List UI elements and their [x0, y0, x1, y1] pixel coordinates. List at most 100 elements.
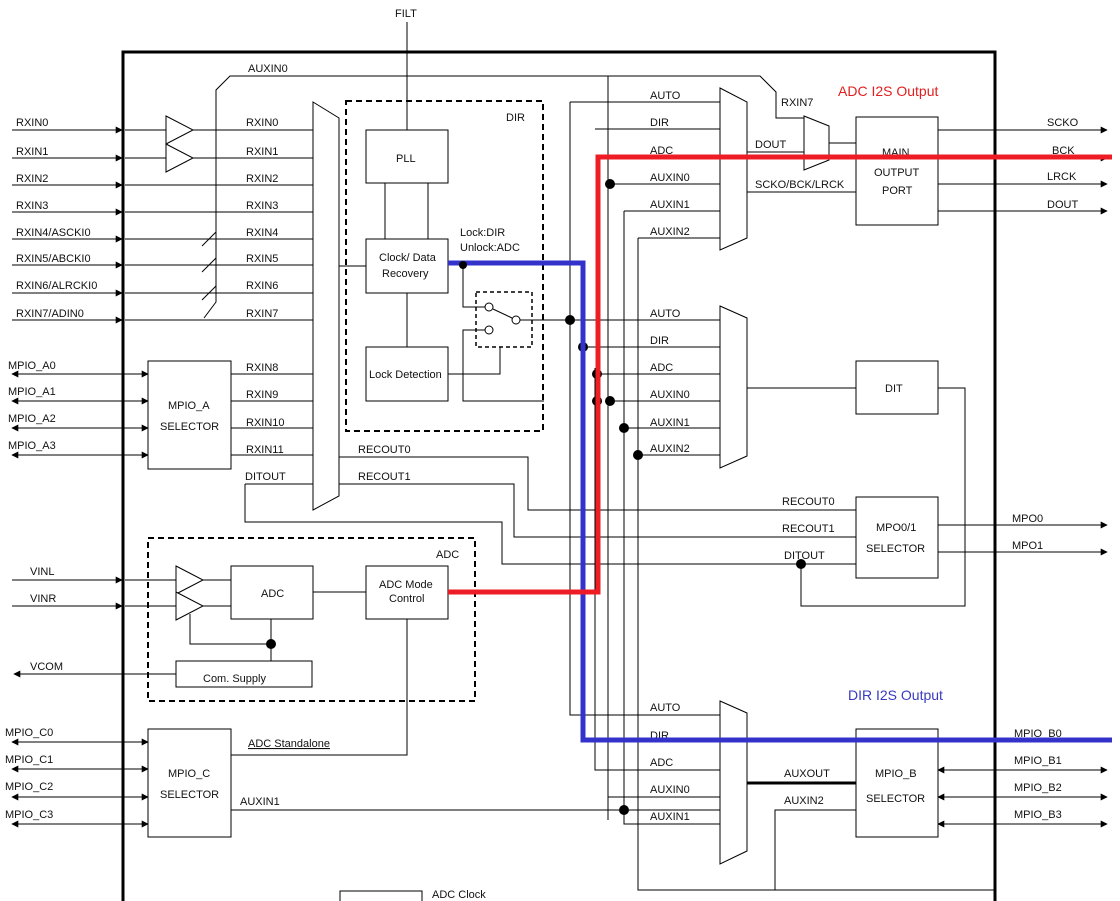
svg-text:ADC: ADC: [261, 588, 284, 600]
pll-block: [365, 129, 449, 184]
svg-text:MPIO_B1: MPIO_B1: [1014, 755, 1062, 767]
svg-text:AUXIN1: AUXIN1: [650, 199, 690, 211]
rxin7-label: RXIN7: [781, 97, 813, 109]
svg-text:RXIN1: RXIN1: [246, 146, 278, 158]
recout1-mid-label: RECOUT1: [358, 471, 411, 483]
svg-text:MPIO_C2: MPIO_C2: [5, 781, 53, 793]
svg-text:ADC: ADC: [650, 145, 673, 157]
svg-text:AUXIN0: AUXIN0: [650, 389, 690, 401]
auxin2-right-label: AUXIN2: [784, 795, 824, 807]
lock-detection-block: [365, 346, 449, 402]
svg-text:RXIN6: RXIN6: [246, 280, 278, 292]
svg-text:SELECTOR: SELECTOR: [160, 421, 219, 433]
svg-text:DIR: DIR: [650, 335, 669, 347]
dout-select-mux: [803, 115, 830, 171]
mpo-output-pins: MPO0 MPO1: [938, 513, 1108, 556]
ditout-left-label: DITOUT: [245, 471, 286, 483]
dir-i2s-output-title: DIR I2S Output: [848, 687, 943, 703]
adc-i2s-output-title: ADC I2S Output: [838, 83, 938, 99]
vinr-label: VINR: [30, 593, 56, 605]
mpio-b-mux: [719, 700, 748, 865]
svg-text:RXIN1: RXIN1: [16, 146, 48, 158]
svg-text:AUXIN1: AUXIN1: [650, 811, 690, 823]
recout0-mid-label: RECOUT0: [358, 444, 411, 456]
svg-text:Unlock:ADC: Unlock:ADC: [460, 242, 520, 254]
svg-text:DITOUT: DITOUT: [784, 550, 825, 562]
dit-block: [855, 360, 939, 415]
scko-bck-lrck-label: SCKO/BCK/LRCK: [755, 179, 845, 191]
rxin-inputs: RXIN0 RXIN1 RXIN2 RXIN3 RXIN4/ASCKI0 RXI…: [12, 117, 123, 324]
svg-text:ADC: ADC: [650, 362, 673, 374]
main-output-mux: [719, 87, 748, 251]
svg-text:RXIN7/ADIN0: RXIN7/ADIN0: [16, 308, 84, 320]
svg-text:MPIO_C1: MPIO_C1: [5, 754, 53, 766]
svg-text:RXIN4/ASCKI0: RXIN4/ASCKI0: [16, 227, 91, 239]
svg-text:SELECTOR: SELECTOR: [866, 793, 925, 805]
mpio-c-ports: MPIO_C0 MPIO_C1 MPIO_C2 MPIO_C3: [5, 727, 149, 828]
svg-text:MPIO_B3: MPIO_B3: [1014, 809, 1062, 821]
svg-text:MPIO_B0: MPIO_B0: [1014, 728, 1062, 740]
svg-text:ADC: ADC: [650, 757, 673, 769]
adc-group: [147, 537, 476, 702]
svg-text:Recovery: Recovery: [382, 268, 429, 280]
svg-text:Lock Detection: Lock Detection: [369, 369, 442, 381]
svg-text:MPIO_A: MPIO_A: [168, 400, 210, 412]
dir-group: [345, 100, 544, 432]
adc-clock-label: ADC Clock: [432, 889, 486, 901]
main-output-pins: SCKO BCK LRCK DOUT: [938, 117, 1108, 215]
vcom-label: VCOM: [30, 661, 63, 673]
svg-text:RXIN2: RXIN2: [16, 173, 48, 185]
vinl-label: VINL: [30, 566, 54, 578]
svg-text:DIR: DIR: [506, 112, 525, 124]
mpo-input-labels: RECOUT0 RECOUT1 DITOUT: [782, 496, 835, 562]
main-output-port-block: [855, 116, 939, 226]
svg-text:RXIN8: RXIN8: [246, 362, 278, 374]
svg-text:AUXIN0: AUXIN0: [650, 784, 690, 796]
svg-text:AUXIN2: AUXIN2: [650, 226, 690, 238]
svg-text:RXIN0: RXIN0: [246, 117, 278, 129]
dout-mid-label: DOUT: [755, 139, 786, 151]
svg-text:PORT: PORT: [882, 185, 913, 197]
svg-text:MPIO_A1: MPIO_A1: [8, 386, 56, 398]
svg-text:Control: Control: [389, 593, 424, 605]
svg-text:RXIN0: RXIN0: [16, 117, 48, 129]
svg-text:BCK: BCK: [1052, 145, 1075, 157]
svg-text:MPIO_C: MPIO_C: [168, 768, 210, 780]
mpo-selector-block: [855, 496, 939, 579]
svg-text:RXIN9: RXIN9: [246, 389, 278, 401]
auxout-label: AUXOUT: [784, 768, 830, 780]
svg-text:LRCK: LRCK: [1047, 171, 1077, 183]
adc-standalone-label: ADC Standalone: [248, 738, 330, 750]
auxin0-top-label: AUXIN0: [248, 63, 288, 75]
inner-rx-labels: RXIN0 RXIN1 RXIN2 RXIN3 RXIN4 RXIN5 RXIN…: [246, 117, 285, 456]
svg-text:MPO1: MPO1: [1012, 540, 1043, 552]
svg-text:RXIN3: RXIN3: [246, 200, 278, 212]
adc-block: [230, 565, 314, 620]
com-supply-block: [175, 660, 313, 688]
svg-text:DIT: DIT: [885, 383, 903, 395]
chip-outline: [121, 50, 997, 901]
svg-text:MPIO_B: MPIO_B: [875, 768, 917, 780]
rx-buffers: [125, 115, 313, 321]
svg-text:RXIN10: RXIN10: [246, 417, 285, 429]
mux1-input-labels: AUTO DIR ADC AUXIN0 AUXIN1 AUXIN2: [650, 90, 690, 238]
svg-text:AUTO: AUTO: [650, 702, 681, 714]
svg-text:DIR: DIR: [650, 117, 669, 129]
svg-text:MPIO_B2: MPIO_B2: [1014, 782, 1062, 794]
svg-text:MPIO_C0: MPIO_C0: [5, 727, 53, 739]
svg-text:RXIN6/ALRCKI0: RXIN6/ALRCKI0: [16, 280, 97, 292]
svg-text:RECOUT0: RECOUT0: [782, 496, 835, 508]
svg-text:MPIO_A3: MPIO_A3: [8, 440, 56, 452]
svg-text:AUTO: AUTO: [650, 308, 681, 320]
mpio-b-pins: MPIO_B0 MPIO_B1 MPIO_B2 MPIO_B3: [937, 728, 1108, 828]
adc-clock-block: [339, 890, 423, 901]
svg-text:MPO0/1: MPO0/1: [876, 522, 916, 534]
lock-switch: [475, 291, 533, 348]
svg-text:SELECTOR: SELECTOR: [866, 543, 925, 555]
svg-text:SELECTOR: SELECTOR: [160, 789, 219, 801]
svg-text:Clock/ Data: Clock/ Data: [379, 252, 437, 264]
mpio-a-selector: [147, 360, 232, 470]
svg-text:MPIO_C3: MPIO_C3: [5, 809, 53, 821]
mux2-input-labels: AUTO DIR ADC AUXIN0 AUXIN1 AUXIN2: [650, 308, 690, 455]
